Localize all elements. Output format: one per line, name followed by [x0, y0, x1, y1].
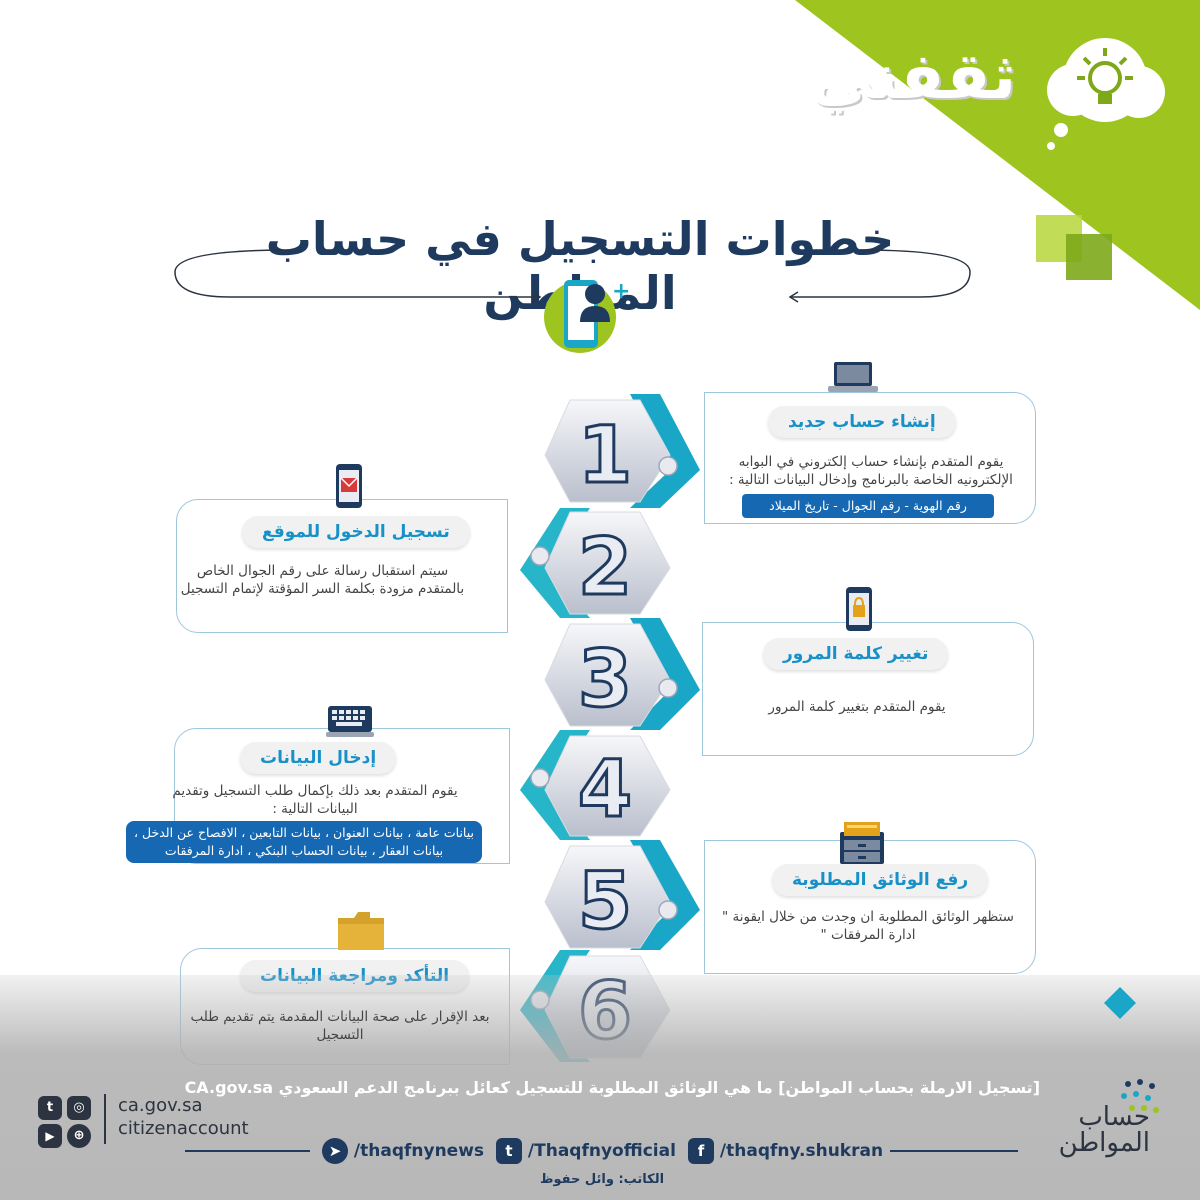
twitter-handle: /Thaqfnyofficial [527, 1141, 676, 1161]
phone-lock-icon [846, 587, 872, 631]
facebook-icon: f [688, 1138, 714, 1164]
title-bracket [174, 249, 971, 303]
step-number-5: 5 [578, 857, 632, 947]
step-4-chip: بيانات عامة ، بيانات العنوان ، بيانات ال… [126, 821, 482, 863]
facebook-link[interactable]: f /thaqfny.shukran [688, 1138, 883, 1164]
step-number-2: 2 [578, 523, 632, 613]
twitter-link[interactable]: t /Thaqfnyofficial [496, 1138, 676, 1164]
instagram-icon: ◎ [67, 1096, 92, 1120]
footer-rule-right [890, 1150, 1018, 1152]
keyboard-laptop-icon [326, 706, 374, 737]
twitter-small-icon: t [38, 1096, 62, 1120]
telegram-icon: ➤ [322, 1138, 348, 1164]
svg-text:+: + [612, 279, 630, 304]
citizen-account-logo-line2: المواطن [1058, 1128, 1150, 1158]
twitter-icon: t [496, 1138, 522, 1164]
step-3-heading: تغيير كلمة المرور [763, 638, 949, 670]
step-number-3: 3 [578, 635, 632, 725]
bulb-cloud-icon [1047, 38, 1165, 150]
step-1-card [704, 392, 1036, 524]
citizen-account-logo-icon [1121, 1079, 1159, 1113]
page-title: خطوات التسجيل في حساب المواطن [265, 212, 895, 320]
step-3-text: يقوم المتقدم بتغيير كلمة المرور [768, 699, 946, 715]
telegram-handle: /thaqfnynews [353, 1141, 485, 1161]
step-4-heading: إدخال البيانات [240, 742, 397, 774]
footer-bar [0, 975, 1200, 1200]
folder-icon [338, 912, 384, 950]
step-5-text: ستظهر الوثائق المطلوبة ان وجدت من خلال ا… [722, 909, 1014, 943]
facebook-handle: /thaqfny.shukran [719, 1141, 884, 1161]
step-1-text: يقوم المتقدم بإنشاء حساب إلكتروني في الب… [729, 454, 1013, 488]
step-number-1: 1 [578, 411, 632, 501]
citizen-website[interactable]: ca.gov.sa [118, 1095, 203, 1116]
file-cabinet-icon [840, 822, 884, 864]
author-credit: الكاتب: وائل حفوظ [540, 1172, 665, 1187]
add-user-phone-icon: + [544, 279, 630, 353]
citizen-social-icons: t ◎ ▶ ⊕ [38, 1096, 96, 1148]
brand-logo-text: ثقفني [808, 40, 1017, 114]
citizen-account-logo-line1: حساب [1078, 1102, 1150, 1132]
citizen-handle[interactable]: citizenaccount [118, 1118, 249, 1139]
laptop-icon [828, 362, 878, 392]
step-number-4: 4 [578, 745, 632, 835]
phone-message-icon [336, 464, 362, 508]
step-6-text: بعد الإقرار على صحة البيانات المقدمة يتم… [190, 1009, 490, 1043]
youtube-icon: ▶ [38, 1124, 62, 1148]
step-1-heading: إنشاء حساب جديد [768, 406, 956, 438]
step-2-text: سيتم استقبال رسالة على رقم الجوال الخاص … [180, 563, 465, 597]
telegram-link[interactable]: ➤ /thaqfnynews [322, 1138, 484, 1164]
step-4-text: يقوم المتقدم بعد ذلك بإكمال طلب التسجيل … [172, 783, 458, 817]
step-5-heading: رفع الوثائق المطلوبة [772, 864, 989, 896]
step-1-chip: رقم الهوية - رقم الجوال - تاريخ الميلاد [742, 494, 994, 518]
helix-overlay [1104, 987, 1136, 1019]
footer-rule-left [185, 1150, 310, 1152]
article-caption: [تسجيل الارملة بحساب المواطن] ما هي الوث… [184, 1078, 1040, 1097]
step-2-heading: تسجيل الدخول للموقع [242, 516, 470, 548]
globe-icon: ⊕ [67, 1124, 92, 1148]
citizen-divider [104, 1094, 106, 1144]
